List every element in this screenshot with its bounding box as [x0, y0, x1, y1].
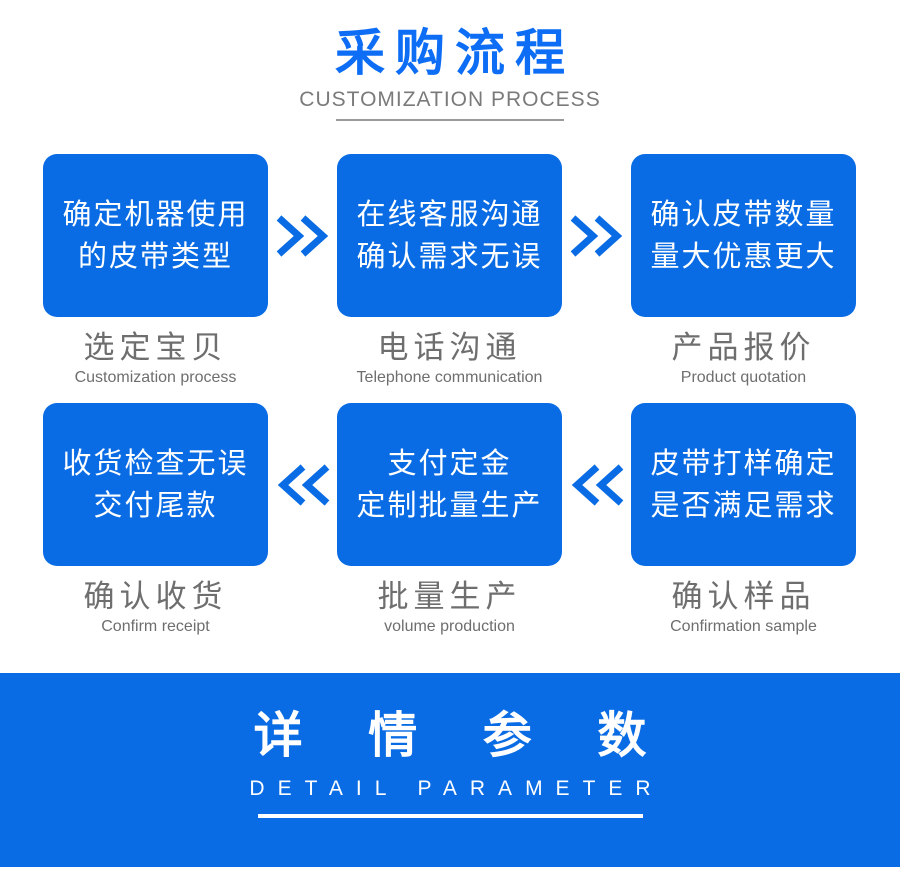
- step-caption-en: Telephone communication: [356, 369, 543, 386]
- step-box-online-service: 在线客服沟通 确认需求无误: [337, 154, 562, 317]
- step-box-line2: 确认需求无误: [356, 240, 543, 273]
- step-box-line1: 支付定金: [387, 447, 512, 480]
- step-caption: 产品报价: [671, 330, 816, 365]
- flow-step-4: 皮带打样确定 是否满足需求 确认样品 Confirmation sample: [631, 403, 856, 637]
- step-box-line1: 确认皮带数量: [650, 198, 837, 231]
- purchase-flow-diagram: 确定机器使用 的皮带类型 选定宝贝 Customization process …: [0, 154, 900, 637]
- flow-arrow: [268, 154, 337, 388]
- flow-step-2: 在线客服沟通 确认需求无误 电话沟通 Telephone communicati…: [337, 154, 562, 388]
- process-header: 采购流程 CUSTOMIZATION PROCESS: [0, 0, 900, 121]
- step-box-receive-check: 收货检查无误 交付尾款: [43, 403, 268, 566]
- step-caption-en: Confirmation sample: [670, 618, 817, 635]
- step-caption: 选定宝贝: [83, 330, 228, 365]
- step-box-pay-deposit: 支付定金 定制批量生产: [337, 403, 562, 566]
- step-caption: 电话沟通: [377, 330, 522, 365]
- flow-row-2: 收货检查无误 交付尾款 确认收货 Confirm receipt 支付定金 定制…: [0, 403, 900, 637]
- step-caption: 批量生产: [377, 579, 522, 614]
- step-box-select-product: 确定机器使用 的皮带类型: [43, 154, 268, 317]
- banner-underline: [257, 814, 643, 818]
- step-box-line1: 在线客服沟通: [356, 198, 543, 231]
- flow-arrow: [268, 403, 337, 637]
- detail-parameter-banner: 详 情 参 数 DETAIL PARAMETER: [0, 673, 900, 867]
- step-box-confirm-quantity: 确认皮带数量 量大优惠更大: [631, 154, 856, 317]
- flow-step-1: 确定机器使用 的皮带类型 选定宝贝 Customization process: [43, 154, 268, 388]
- step-caption-en: volume production: [384, 618, 515, 635]
- step-box-line2: 定制批量生产: [356, 489, 543, 522]
- step-caption: 确认样品: [671, 579, 816, 614]
- flow-step-5: 支付定金 定制批量生产 批量生产 volume production: [337, 403, 562, 637]
- step-box-line1: 确定机器使用: [62, 198, 249, 231]
- flow-step-3: 确认皮带数量 量大优惠更大 产品报价 Product quotation: [631, 154, 856, 388]
- step-box-sample-confirm: 皮带打样确定 是否满足需求: [631, 403, 856, 566]
- double-chevron-left-icon: [569, 403, 625, 508]
- double-chevron-right-icon: [569, 154, 625, 259]
- banner-subtitle: DETAIL PARAMETER: [249, 777, 664, 800]
- page-subtitle: CUSTOMIZATION PROCESS: [299, 88, 601, 111]
- double-chevron-left-icon: [275, 403, 331, 508]
- step-box-line2: 交付尾款: [93, 489, 218, 522]
- header-underline: [336, 119, 564, 121]
- page-title: 采购流程: [335, 25, 575, 81]
- step-box-line2: 是否满足需求: [650, 489, 837, 522]
- step-box-line2: 量大优惠更大: [650, 240, 837, 273]
- flow-step-6: 收货检查无误 交付尾款 确认收货 Confirm receipt: [43, 403, 268, 637]
- step-caption: 确认收货: [83, 579, 228, 614]
- double-chevron-right-icon: [275, 154, 331, 259]
- flow-row-1: 确定机器使用 的皮带类型 选定宝贝 Customization process …: [0, 154, 900, 388]
- step-box-line1: 皮带打样确定: [650, 447, 837, 480]
- banner-title: 详 情 参 数: [253, 709, 673, 763]
- step-caption-en: Customization process: [74, 369, 237, 386]
- step-box-line2: 的皮带类型: [77, 240, 233, 273]
- flow-arrow: [562, 403, 631, 637]
- step-caption-en: Confirm receipt: [101, 618, 210, 635]
- flow-arrow: [562, 154, 631, 388]
- step-box-line1: 收货检查无误: [62, 447, 249, 480]
- step-caption-en: Product quotation: [680, 369, 807, 386]
